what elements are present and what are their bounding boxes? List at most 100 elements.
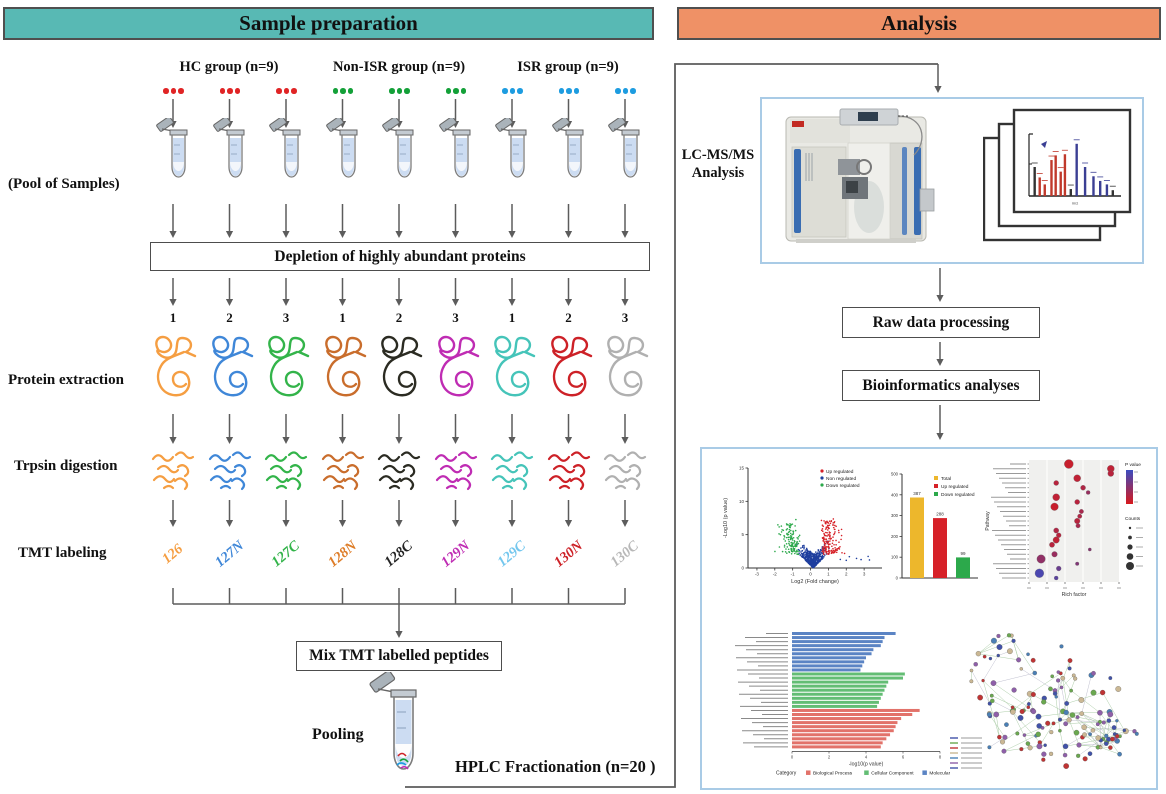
svg-text:Total: Total bbox=[941, 476, 951, 482]
analysis-header: Analysis bbox=[677, 7, 1161, 40]
sample-preparation-header: Sample preparation bbox=[3, 7, 654, 40]
svg-text:2: 2 bbox=[828, 754, 831, 759]
tmt-labeling-label: TMT labeling bbox=[18, 545, 107, 561]
replicate-number: 3 bbox=[452, 310, 459, 325]
protein-icon bbox=[381, 335, 423, 397]
sample-tube-icon bbox=[495, 118, 527, 178]
svg-text:500: 500 bbox=[891, 472, 899, 477]
svg-text:0: 0 bbox=[741, 566, 744, 571]
group-label-hc: HC group (n=9) bbox=[179, 59, 279, 75]
group-label-isr: ISR group (n=9) bbox=[517, 59, 619, 75]
svg-text:0: 0 bbox=[809, 572, 812, 577]
pooling-tube-icon bbox=[369, 672, 417, 770]
svg-text:387: 387 bbox=[913, 491, 921, 496]
tmt-label: 127N bbox=[211, 537, 247, 571]
svg-text:400: 400 bbox=[891, 492, 899, 497]
depletion-box: Depletion of highly abundant proteins bbox=[150, 242, 650, 271]
pool-of-samples-label: (Pool of Samples) bbox=[8, 176, 120, 192]
tmt-label: 130C bbox=[607, 537, 642, 571]
peptides-icon bbox=[377, 451, 421, 491]
sample-dots bbox=[332, 88, 353, 94]
svg-text:Cellular Component: Cellular Component bbox=[871, 770, 914, 776]
svg-text:0: 0 bbox=[791, 754, 794, 759]
sample-tube-icon bbox=[269, 118, 301, 178]
sample-tube-icon bbox=[551, 118, 583, 178]
protein-icon bbox=[324, 335, 366, 397]
replicate-number: 1 bbox=[169, 310, 177, 325]
raw-data-processing-box: Raw data processing bbox=[842, 307, 1040, 338]
svg-text:-Log10 (p value): -Log10 (p value) bbox=[723, 498, 729, 538]
svg-text:-log10(p value): -log10(p value) bbox=[849, 761, 884, 767]
svg-text:-1: -1 bbox=[791, 572, 795, 577]
svg-text:Up regulated: Up regulated bbox=[826, 469, 854, 475]
svg-text:5: 5 bbox=[741, 532, 744, 537]
sample-dots bbox=[558, 88, 579, 94]
protein-icon bbox=[494, 335, 536, 397]
svg-text:1: 1 bbox=[827, 572, 830, 577]
ppi-network-graph bbox=[950, 633, 1139, 769]
mix-tmt-box: Mix TMT labelled peptides bbox=[296, 641, 502, 671]
lcms-label-line1: LC-MS/MS bbox=[681, 147, 755, 163]
tmt-label: 129C bbox=[494, 537, 529, 571]
peptides-icon bbox=[208, 451, 251, 491]
replicate-number: 1 bbox=[339, 310, 346, 325]
svg-text:Rich factor: Rich factor bbox=[1062, 592, 1087, 598]
pooling-label: Pooling bbox=[312, 726, 364, 743]
svg-text:Up regulated: Up regulated bbox=[941, 484, 969, 490]
trypsin-digestion-label: Trpsin digestion bbox=[14, 458, 118, 474]
ms-spectra-stack: m/z bbox=[983, 108, 1132, 242]
svg-text:0: 0 bbox=[896, 576, 899, 581]
peptides-icon bbox=[151, 451, 195, 491]
replicate-number: 2 bbox=[565, 310, 572, 325]
tmt-label: 126 bbox=[159, 540, 187, 568]
lcms-label-line2: Analysis bbox=[691, 165, 745, 181]
svg-text:100: 100 bbox=[891, 555, 899, 560]
protein-icon bbox=[268, 335, 310, 397]
sample-dots bbox=[276, 88, 297, 94]
svg-text:Pathway: Pathway bbox=[985, 511, 991, 531]
peptides-icon bbox=[603, 451, 647, 491]
peptides-icon bbox=[547, 451, 590, 491]
replicate-number: 1 bbox=[508, 310, 516, 325]
sample-dots bbox=[163, 88, 184, 94]
peptides-icon bbox=[264, 451, 308, 491]
svg-text:2: 2 bbox=[845, 572, 848, 577]
sample-tube-icon bbox=[156, 118, 188, 178]
protein-extraction-label: Protein extraction bbox=[8, 372, 124, 388]
svg-text:4: 4 bbox=[865, 754, 868, 759]
svg-text:6: 6 bbox=[902, 754, 905, 759]
svg-text:Non regulated: Non regulated bbox=[826, 476, 856, 482]
svg-text:Down regulated: Down regulated bbox=[826, 483, 860, 489]
svg-text:99: 99 bbox=[960, 551, 966, 556]
svg-text:15: 15 bbox=[739, 466, 745, 471]
svg-text:Counts: Counts bbox=[1125, 516, 1141, 522]
tmt-label: 128C bbox=[381, 537, 416, 571]
group-label-nonisr: Non-ISR group (n=9) bbox=[332, 59, 466, 75]
replicate-number: 3 bbox=[621, 310, 629, 325]
svg-text:3: 3 bbox=[863, 572, 866, 577]
replicate-number: 2 bbox=[226, 310, 233, 325]
svg-text:288: 288 bbox=[936, 512, 944, 517]
tmt-label: 130N bbox=[550, 537, 586, 571]
sample-tube-icon bbox=[325, 118, 357, 178]
sample-dots bbox=[219, 88, 240, 94]
svg-text:Log2 (Fold change): Log2 (Fold change) bbox=[791, 579, 839, 585]
sample-dots bbox=[445, 88, 466, 94]
tmt-label: 129N bbox=[437, 537, 473, 571]
replicate-number: 2 bbox=[395, 310, 403, 325]
svg-text:-3: -3 bbox=[755, 572, 759, 577]
svg-text:Down regulated: Down regulated bbox=[941, 492, 975, 498]
svg-text:10: 10 bbox=[739, 499, 745, 504]
protein-icon bbox=[211, 335, 253, 397]
sample-tube-icon bbox=[608, 118, 640, 178]
protein-icon bbox=[550, 335, 592, 397]
svg-text:-2: -2 bbox=[773, 572, 777, 577]
svg-text:Category: Category bbox=[776, 770, 797, 776]
svg-text:Molecular Function: Molecular Function bbox=[929, 770, 950, 776]
